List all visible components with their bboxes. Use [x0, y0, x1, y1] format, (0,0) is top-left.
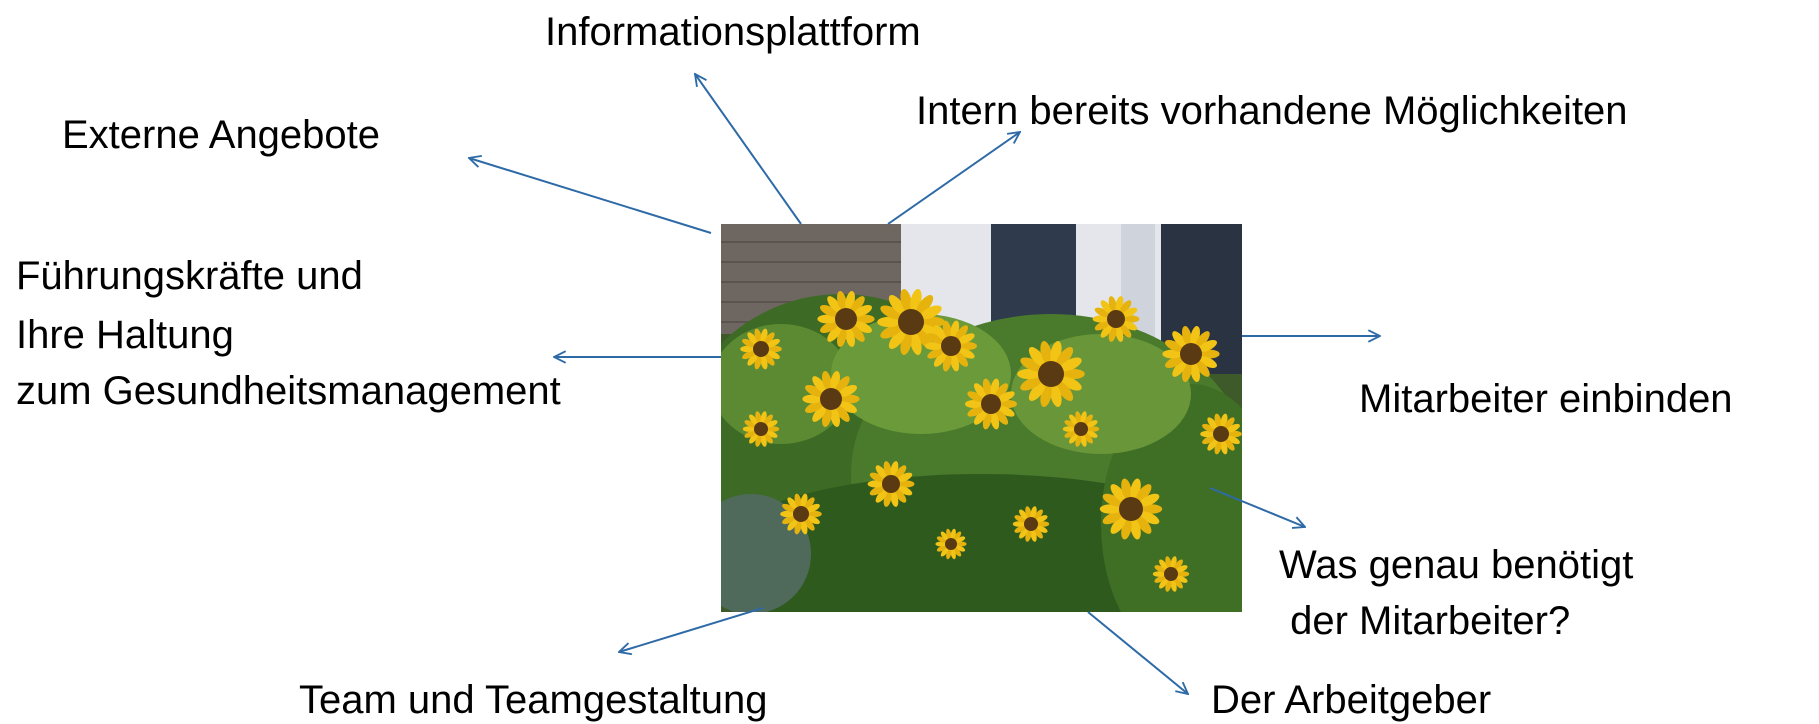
label-externe-angebote: Externe Angebote [62, 113, 381, 157]
arrow-externe-angebote [469, 158, 712, 234]
sunflower [925, 320, 977, 372]
sunflower [802, 371, 860, 427]
arrow-arbeitgeber [1087, 611, 1188, 694]
label-fuehrungskraefte-line-2: Ihre Haltung [16, 313, 234, 357]
sunflower [1162, 326, 1220, 382]
label-was-genau-line-2: der Mitarbeiter? [1279, 599, 1571, 643]
label-intern-vorhandene-moeglichkeiten: Intern bereits vorhandene Möglichkeiten [916, 89, 1628, 133]
sunflower [1017, 340, 1085, 408]
arrow-was-genau [1209, 487, 1305, 527]
sunflowers-photo [721, 224, 1242, 612]
sunflower [1062, 411, 1100, 447]
label-fuehrungskraefte-line-1: Führungskräfte und [16, 254, 363, 298]
sunflower [817, 291, 875, 347]
sunflower [1092, 296, 1140, 342]
label-was-genau-line-1: Was genau benötigt [1279, 543, 1634, 587]
sunflower [935, 528, 967, 560]
label-mitarbeiter-einbinden: Mitarbeiter einbinden [1359, 377, 1733, 421]
arrow-informationsplattform [695, 74, 802, 225]
label-informationsplattform: Informationsplattform [545, 10, 921, 54]
arrow-team [619, 607, 764, 652]
arrow-intern [887, 132, 1020, 225]
label-fuehrungskraefte-line-3: zum Gesundheitsmanagement [16, 369, 561, 413]
sunflower [965, 378, 1017, 430]
sunflower [1200, 413, 1242, 455]
sunflower [780, 493, 822, 535]
label-der-arbeitgeber: Der Arbeitgeber [1211, 678, 1492, 722]
sunflower [1099, 478, 1163, 540]
sunflower [1012, 506, 1050, 542]
sunflower [1152, 556, 1190, 592]
sunflower [867, 461, 915, 507]
sunflower [742, 411, 780, 447]
label-team-und-teamgestaltung: Team und Teamgestaltung [299, 678, 768, 722]
sunflower [740, 328, 782, 370]
